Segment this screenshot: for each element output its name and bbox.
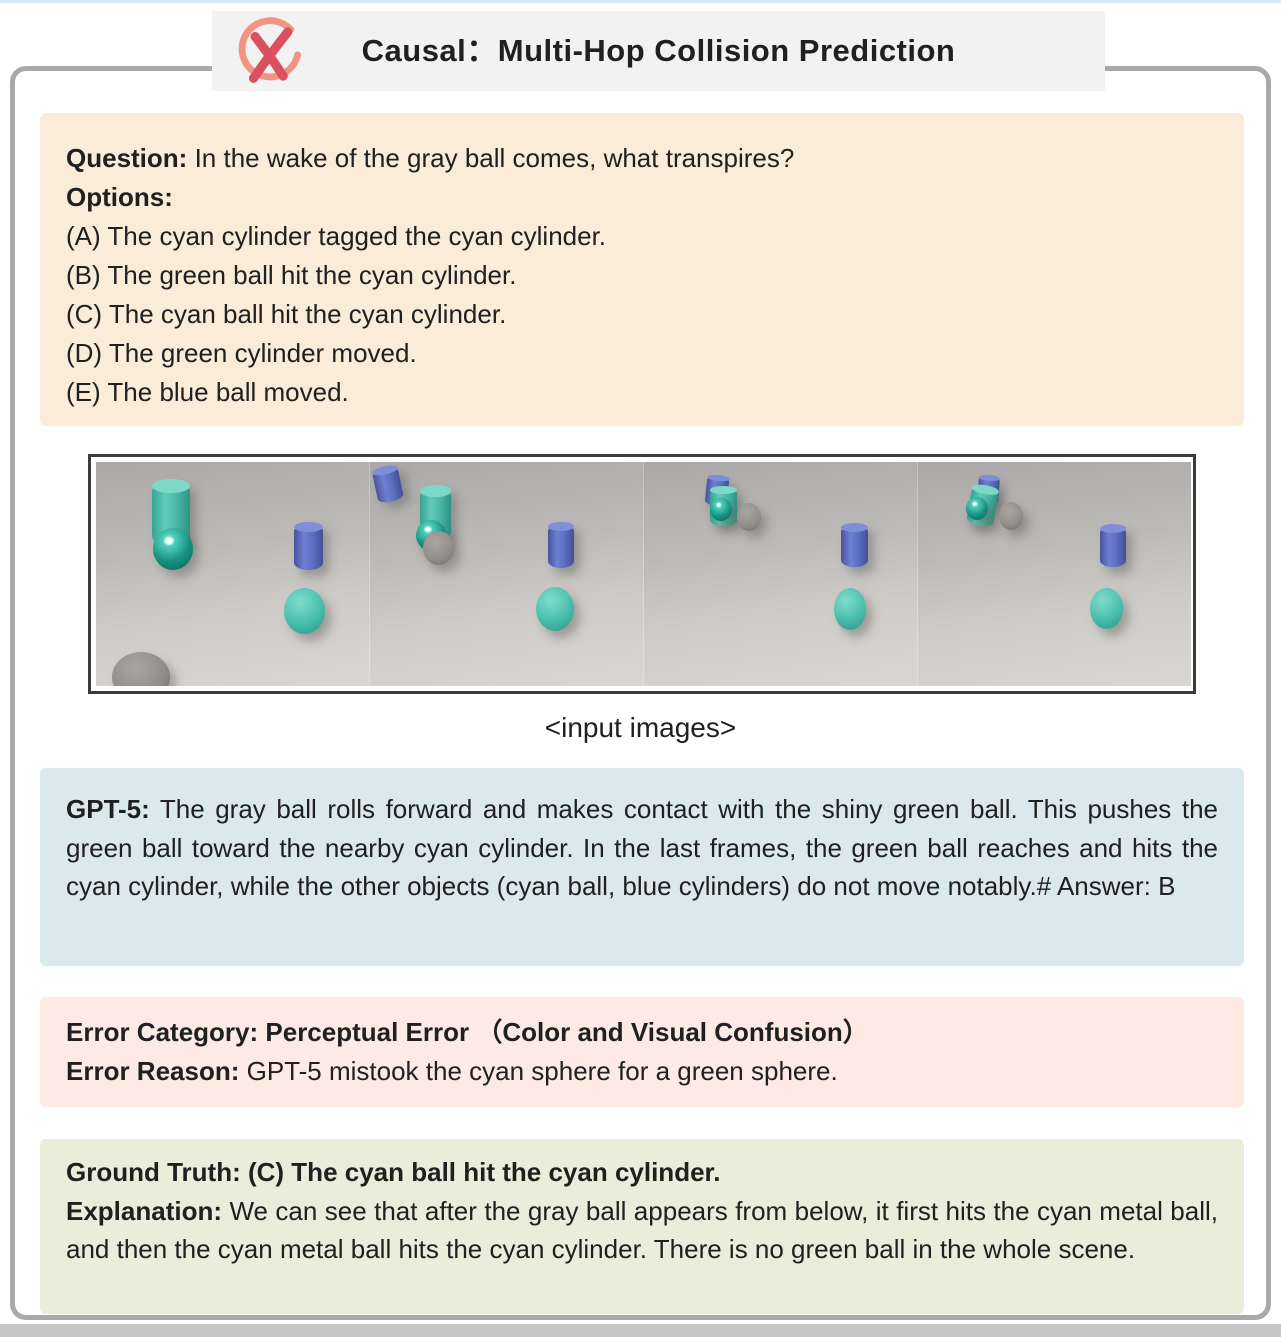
error-reason-row: Error Reason: GPT-5 mistook the cyan sph… xyxy=(66,1052,1218,1091)
explanation-row: Explanation: We can see that after the g… xyxy=(66,1192,1218,1269)
option-d: (D) The green cylinder moved. xyxy=(66,338,417,368)
wrong-answer-x-icon xyxy=(230,13,306,89)
scene-frame xyxy=(369,462,643,686)
blue-cylinder xyxy=(841,522,868,567)
gray-ball xyxy=(737,503,761,531)
blue-cylinder xyxy=(1100,523,1126,567)
metal-ball xyxy=(710,498,732,521)
page-top-divider xyxy=(0,0,1281,3)
ground-truth-answer: (C) The cyan ball hit the cyan cylinder. xyxy=(247,1157,721,1187)
option-a: (A) The cyan cylinder tagged the cyan cy… xyxy=(66,221,607,251)
blue-cylinder xyxy=(548,521,574,568)
gpt5-label: GPT-5: xyxy=(66,794,150,824)
blue-cylinder xyxy=(294,521,323,570)
figure-title: Causal：Multi-Hop Collision Prediction xyxy=(361,33,956,68)
gpt5-answer-content: The gray ball rolls forward and makes co… xyxy=(66,794,1218,901)
gpt5-response-box: GPT-5: The gray ball rolls forward and m… xyxy=(40,768,1244,966)
scene-frame xyxy=(917,462,1191,686)
ground-truth-label: Ground Truth: xyxy=(66,1157,241,1187)
option-e: (E) The blue ball moved. xyxy=(66,377,349,407)
scene-frame xyxy=(643,462,917,686)
explanation-label: Explanation: xyxy=(66,1195,223,1226)
gpt5-response-text: GPT-5: The gray ball rolls forward and m… xyxy=(66,790,1218,906)
question-label: Question: xyxy=(66,143,188,173)
page-bottom-bar xyxy=(0,1324,1281,1337)
cyan-ball xyxy=(284,588,325,634)
gray-ball xyxy=(999,502,1023,530)
options-label: Options: xyxy=(66,182,173,212)
error-category-text: Perceptual Error （Color and Visual Confu… xyxy=(265,1017,869,1047)
error-reason-text: GPT-5 mistook the cyan sphere for a gree… xyxy=(246,1056,838,1086)
input-images-strip xyxy=(88,454,1196,694)
option-c: (C) The cyan ball hit the cyan cylinder. xyxy=(66,299,507,329)
ground-truth-box: Ground Truth: (C) The cyan ball hit the … xyxy=(40,1139,1244,1314)
gray-ball xyxy=(423,531,454,565)
question-text: In the wake of the gray ball comes, what… xyxy=(194,143,795,173)
cyan-ball xyxy=(834,588,866,630)
gray-ball xyxy=(112,652,170,686)
scene-frame xyxy=(96,462,369,686)
error-category-row: Error Category: Perceptual Error （Color … xyxy=(66,1013,1218,1052)
blue-cylinder xyxy=(371,465,405,505)
input-images-caption: <input images> xyxy=(544,712,737,743)
explanation-text: We can see that after the gray ball appe… xyxy=(66,1195,1218,1265)
error-reason-label: Error Reason: xyxy=(66,1056,240,1086)
error-category-label: Error Category: xyxy=(66,1017,259,1047)
error-analysis-box: Error Category: Perceptual Error （Color … xyxy=(40,997,1244,1107)
question-box: Question: In the wake of the gray ball c… xyxy=(40,113,1244,426)
question-row: Question: In the wake of the gray ball c… xyxy=(66,139,1218,178)
ground-truth-answer-row: Ground Truth: (C) The cyan ball hit the … xyxy=(66,1153,1218,1192)
cyan-ball xyxy=(1090,588,1123,629)
cyan-ball xyxy=(536,587,574,631)
figure-header: Causal：Multi-Hop Collision Prediction xyxy=(212,11,1105,91)
option-b: (B) The green ball hit the cyan cylinder… xyxy=(66,260,517,290)
metal-ball xyxy=(966,497,988,520)
metal-ball xyxy=(153,528,193,570)
